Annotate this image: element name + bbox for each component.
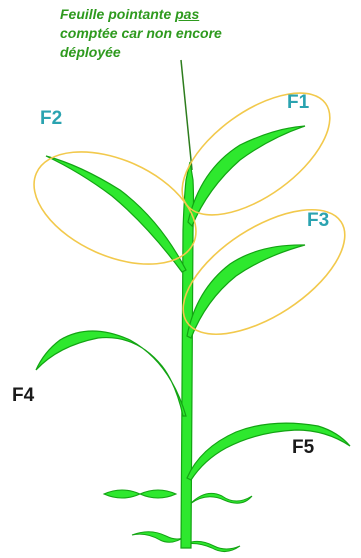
label-f5: F5 bbox=[292, 437, 315, 458]
label-f2: F2 bbox=[40, 108, 63, 129]
ellipse-f2 bbox=[33, 151, 197, 265]
label-f1: F1 bbox=[287, 92, 310, 113]
highlight-ellipses bbox=[33, 92, 346, 336]
root-right-lower bbox=[185, 540, 241, 552]
label-f4: F4 bbox=[12, 385, 35, 406]
label-f3: F3 bbox=[307, 210, 330, 231]
root-left-upper bbox=[102, 489, 178, 499]
annotation-line-1: Feuille pointante pas bbox=[60, 5, 290, 24]
leaf-f4 bbox=[35, 330, 187, 417]
root-left-lower bbox=[131, 531, 187, 543]
leaf-f3 bbox=[186, 244, 306, 339]
pointer-line bbox=[180, 59, 193, 171]
annotation-note: Feuille pointante pas comptée car non en… bbox=[60, 5, 290, 62]
leaf-f2 bbox=[45, 155, 187, 273]
annotation-line-3: déployée bbox=[60, 44, 121, 60]
ellipse-f3 bbox=[182, 208, 346, 336]
annotation-emphasis: pas bbox=[175, 6, 200, 22]
annotation-line-2: comptée car non encore bbox=[60, 25, 222, 41]
leaf-f1 bbox=[187, 125, 306, 228]
annotation-text: Feuille pointante bbox=[60, 6, 172, 22]
root-right-upper bbox=[189, 492, 253, 505]
roots bbox=[102, 489, 253, 552]
leaf-f5 bbox=[186, 422, 351, 481]
